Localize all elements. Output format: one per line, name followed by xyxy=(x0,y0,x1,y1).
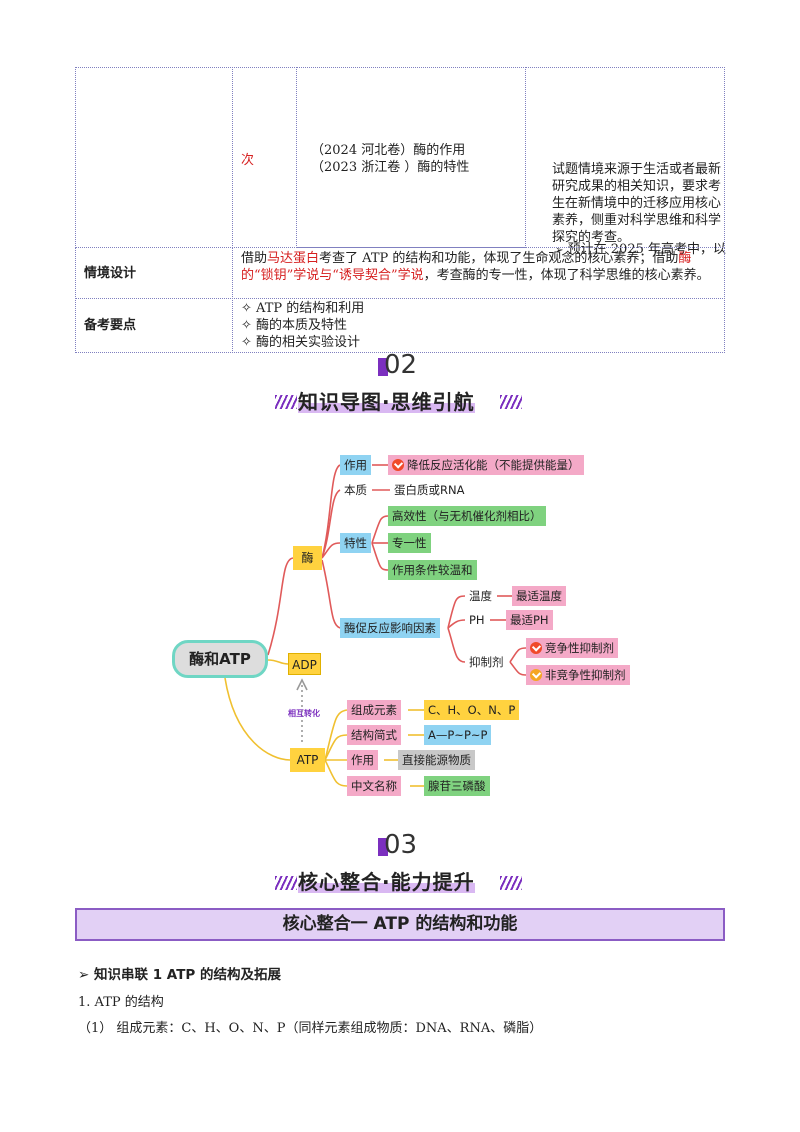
node-role-value: 降低反应活化能（不能提供能量） xyxy=(388,455,584,475)
exam-line-1: （2024 河北卷）酶的作用 xyxy=(311,143,466,158)
section-number-03: 03 xyxy=(378,830,418,860)
hub-adp: ADP xyxy=(288,653,321,675)
node-optimal-temperature: 最适温度 xyxy=(512,586,566,606)
times-text: 次 xyxy=(241,153,255,168)
node-nature: 本质 xyxy=(344,483,367,497)
stripe-decoration xyxy=(275,876,297,890)
section-title-text: 知识导图·思维引航 xyxy=(298,390,475,414)
node-property: 特性 xyxy=(340,533,371,553)
node-optimal-ph: 最适PH xyxy=(506,610,553,630)
node-mild-conditions: 作用条件较温和 xyxy=(388,560,477,580)
scenario-text-1: 借助 xyxy=(241,251,268,266)
node-chinese-name-value: 腺苷三磷酸 xyxy=(424,776,490,796)
hub-atp: ATP xyxy=(290,748,325,772)
table-cell-analysis: 试题情境来源于生活或者最新研究成果的相关知识，要求考生在新情境中的迁移应用核心素… xyxy=(525,67,726,257)
node-elements: 组成元素 xyxy=(347,700,401,720)
core-integration-title: 核心整合一 ATP 的结构和功能 xyxy=(75,908,725,941)
section-number-text: 03 xyxy=(384,830,418,860)
scenario-text-2: 考查了 ATP 的结构和功能，体现了生命观念的核心素养；借助 xyxy=(319,251,679,266)
check-icon xyxy=(530,642,542,654)
node-efficiency: 高效性（与无机催化剂相比） xyxy=(388,506,546,526)
node-ph: PH xyxy=(469,613,485,627)
stripe-decoration xyxy=(500,876,522,890)
scenario-highlight-1: 马达蛋白 xyxy=(267,251,320,266)
node-role: 作用 xyxy=(340,455,371,475)
exam-line-2: （2023 浙江卷 ）酶的特性 xyxy=(311,160,470,175)
section-number-text: 02 xyxy=(384,350,418,380)
prep-item: ✧ ATP 的结构和利用 xyxy=(241,301,365,316)
knowledge-line-1: 1. ATP 的结构 xyxy=(78,995,164,1010)
node-role-value-text: 降低反应活化能（不能提供能量） xyxy=(407,458,580,472)
stripe-decoration xyxy=(275,395,297,409)
prep-item: ✧ 酶的相关实验设计 xyxy=(241,335,361,350)
section-number-02: 02 xyxy=(378,350,418,380)
hub-enzyme: 酶 xyxy=(293,546,322,570)
node-noncompetitive: 非竞争性抑制剂 xyxy=(526,665,630,685)
node-specificity: 专一性 xyxy=(388,533,431,553)
convert-label: 相互转化 xyxy=(288,709,320,718)
exam-table: 次 （2024 河北卷）酶的作用 （2023 浙江卷 ）酶的特性 试题情境来源于… xyxy=(75,67,726,353)
analysis-overflow: ➢ 预计在 2025 年高考中，以 xyxy=(555,242,726,257)
node-structure: 结构简式 xyxy=(347,725,401,745)
section-title-03: 核心整合·能力提升 xyxy=(298,866,475,895)
analysis-text: 试题情境来源于生活或者最新研究成果的相关知识，要求考生在新情境中的迁移应用核心素… xyxy=(552,162,722,245)
scenario-highlight-2: 酶的“锁钥”学说与“诱导契合”学说 xyxy=(241,251,692,283)
mindmap-center: 酶和ATP xyxy=(172,640,268,678)
node-inhibitor: 抑制剂 xyxy=(469,655,504,669)
knowledge-heading: ➢ 知识串联 1 ATP 的结构及拓展 xyxy=(78,967,282,983)
node-temperature: 温度 xyxy=(469,589,492,603)
node-nature-value: 蛋白质或RNA xyxy=(394,483,465,497)
node-noncompetitive-text: 非竞争性抑制剂 xyxy=(545,668,626,682)
prep-item: ✧ 酶的本质及特性 xyxy=(241,318,348,333)
node-structure-value: A—P~P~P xyxy=(424,725,492,745)
scenario-label: 情境设计 xyxy=(84,266,137,281)
node-competitive: 竞争性抑制剂 xyxy=(526,638,618,658)
node-competitive-text: 竞争性抑制剂 xyxy=(545,641,614,655)
section-title-02: 知识导图·思维引航 xyxy=(298,386,475,415)
node-factors: 酶促反应影响因素 xyxy=(340,618,440,638)
section-title-text: 核心整合·能力提升 xyxy=(298,870,475,894)
stripe-decoration xyxy=(500,395,522,409)
prep-content: ✧ ATP 的结构和利用 ✧ 酶的本质及特性 ✧ 酶的相关实验设计 xyxy=(232,298,725,353)
node-atp-role-value: 直接能源物质 xyxy=(398,750,475,770)
scenario-text-3: ，考查酶的专一性，体现了科学思维的核心素养。 xyxy=(423,268,710,283)
node-chinese-name: 中文名称 xyxy=(347,776,401,796)
check-icon xyxy=(392,459,404,471)
prep-label: 备考要点 xyxy=(84,318,137,333)
check-icon xyxy=(530,669,542,681)
node-atp-role: 作用 xyxy=(347,750,378,770)
node-elements-value: C、H、O、N、P xyxy=(424,700,520,720)
analysis-overflow-text: 预计在 2025 年高考中，以 xyxy=(567,242,726,257)
knowledge-line-2: （1） 组成元素：C、H、O、N、P（同样元素组成物质：DNA、RNA、磷脂） xyxy=(78,1021,543,1036)
